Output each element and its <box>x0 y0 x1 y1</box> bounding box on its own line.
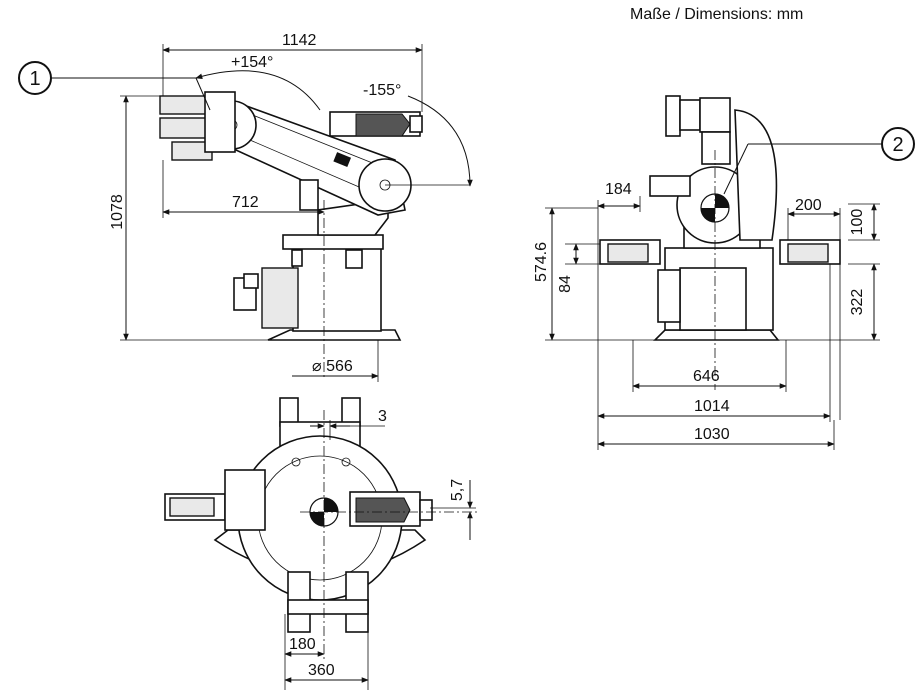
dim-height-label: 1078 <box>109 194 126 230</box>
dim-height: 1078 <box>109 95 268 341</box>
angle-down-label: -155° <box>363 82 401 99</box>
callout-1-label: 1 <box>29 68 40 90</box>
dim-right-vertical: 100 322 <box>778 203 880 341</box>
dim-offset-label: 712 <box>232 194 259 211</box>
dim-184-label: 184 <box>605 181 632 198</box>
dim-3-label: 3 <box>378 408 387 425</box>
dim-184: 184 <box>597 181 641 420</box>
dim-1030-label: 1030 <box>694 426 730 443</box>
dim-1030: 1030 <box>597 420 835 450</box>
dim-646-label: 646 <box>693 368 720 385</box>
dim-360: 360 <box>284 614 369 690</box>
front-view: 2 184 200 <box>533 95 915 450</box>
side-view: 1142 +154° -155° 1078 712 <box>18 32 473 382</box>
dim-646: 646 <box>632 340 787 392</box>
callout-2-label: 2 <box>892 134 903 156</box>
angle-arcs: +154° -155° <box>195 54 473 187</box>
dim-574-label: 574.6 <box>533 242 550 282</box>
cog-marker-top <box>300 410 480 660</box>
dim-1014: 1014 <box>597 264 831 422</box>
dim-base-diameter: ⌀ 566 <box>292 340 379 382</box>
dim-5-7: 5,7 <box>430 479 476 540</box>
cog-marker-front <box>700 150 730 390</box>
dim-360-label: 360 <box>308 662 335 679</box>
dim-180-label: 180 <box>289 636 316 653</box>
dim-offset: 712 <box>162 160 325 380</box>
top-view: 3 5,7 180 360 <box>164 397 480 690</box>
callout-2: 2 <box>723 127 915 195</box>
dim-5-7-label: 5,7 <box>449 479 466 501</box>
units-label: Maße / Dimensions: mm <box>630 6 804 23</box>
dim-reach-width-label: 1142 <box>282 32 317 49</box>
side-view-base <box>233 199 402 341</box>
dim-84-label: 84 <box>557 275 574 293</box>
dim-reach-width: 1142 <box>162 32 423 112</box>
dim-200-label: 200 <box>795 197 822 214</box>
dim-322-label: 322 <box>849 289 866 316</box>
angle-up-label: +154° <box>231 54 273 71</box>
dim-3: 3 <box>310 408 387 440</box>
top-view-robot <box>164 397 433 633</box>
dim-left-vertical: 574.6 84 <box>533 207 655 341</box>
dim-base-diameter-label: ⌀ 566 <box>312 358 353 375</box>
dim-200: 200 <box>787 197 841 420</box>
side-view-upper-arm <box>159 91 423 211</box>
dim-180: 180 <box>284 614 325 690</box>
dim-1014-label: 1014 <box>694 398 730 415</box>
callout-1: 1 <box>18 61 211 111</box>
dim-100-label: 100 <box>849 209 866 236</box>
